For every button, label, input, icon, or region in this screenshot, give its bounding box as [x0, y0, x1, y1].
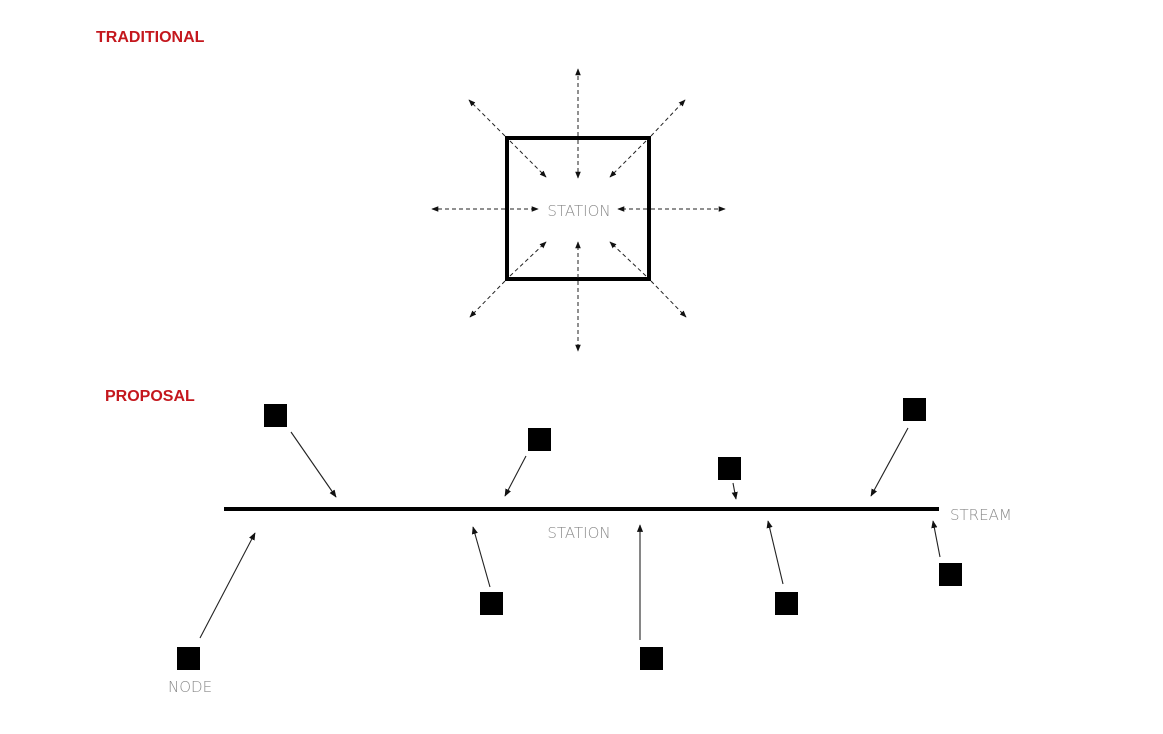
node-arrow	[870, 427, 909, 497]
node	[939, 563, 962, 586]
stream-label: STREAM	[950, 506, 1012, 524]
node	[718, 457, 741, 480]
outward-arrows	[431, 68, 726, 352]
node-arrow	[290, 431, 337, 498]
node	[177, 647, 200, 670]
proposal-station-label: STATION	[547, 524, 610, 542]
inward-arrow-bottom-left	[509, 241, 547, 277]
inward-arrow-top-right	[609, 140, 647, 178]
node-label: NODE	[168, 678, 212, 696]
node	[775, 592, 798, 615]
outward-arrow-bottom-left	[469, 280, 506, 318]
traditional-station-label: STATION	[547, 202, 610, 220]
node	[903, 398, 926, 421]
node-arrow	[471, 526, 491, 588]
proposal-heading: PROPOSAL	[105, 388, 195, 405]
inward-arrow-bottom-right	[609, 241, 647, 277]
nodes-above	[264, 398, 926, 500]
inward-arrows	[509, 140, 647, 278]
node	[264, 404, 287, 427]
node-arrow	[199, 532, 256, 639]
node	[528, 428, 551, 451]
traditional-station-box	[505, 136, 651, 281]
node-arrow	[766, 520, 784, 585]
node	[640, 647, 663, 670]
nodes-below	[177, 520, 962, 670]
outward-arrow-top-left	[468, 99, 506, 137]
outward-arrow-bottom-right	[650, 280, 687, 318]
node-arrow	[504, 455, 527, 497]
node	[480, 592, 503, 615]
outward-arrow-top-right	[650, 99, 686, 137]
node-arrow	[731, 482, 738, 500]
node-arrow	[931, 520, 941, 558]
traditional-heading: TRADITIONAL	[96, 29, 205, 46]
inward-arrow-top-left	[509, 140, 547, 178]
